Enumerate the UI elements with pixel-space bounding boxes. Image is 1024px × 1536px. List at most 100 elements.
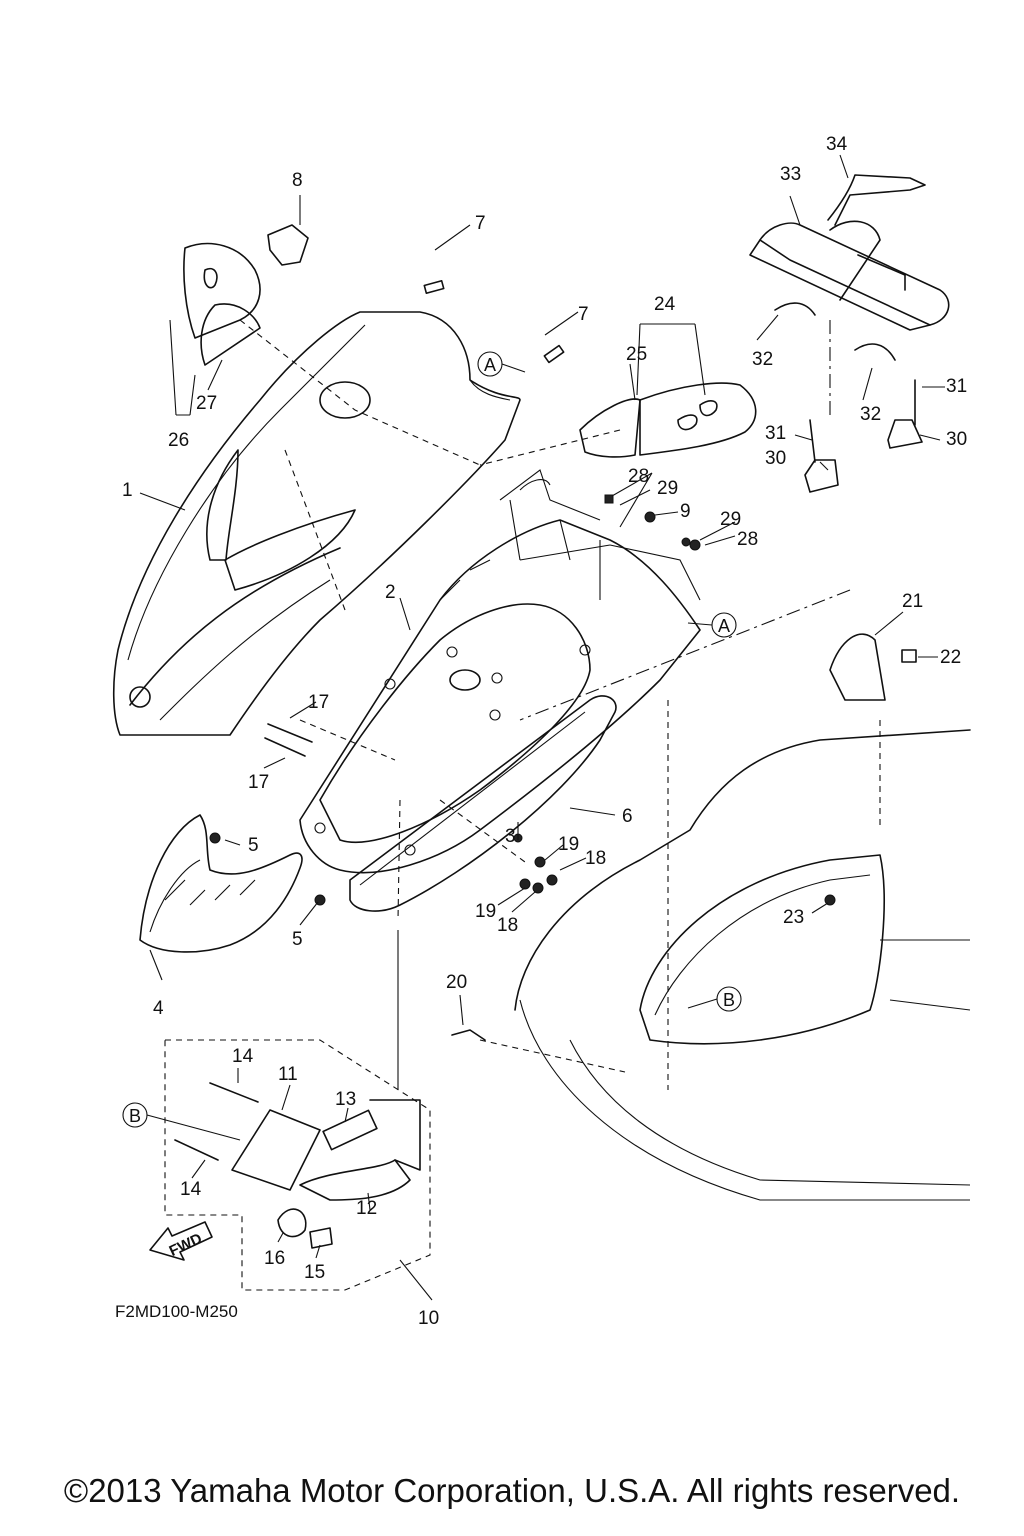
fwd-arrow: FWD: [149, 1221, 213, 1261]
callout-19a: 19: [558, 834, 579, 855]
nut-22: [901, 649, 917, 663]
callout-31a: 31: [765, 423, 786, 444]
assembly-lines: [239, 319, 881, 1090]
callout-32a: 32: [752, 349, 773, 370]
callout-24: 24: [654, 294, 676, 315]
callout-26: 26: [168, 430, 189, 451]
spring-16: [277, 1208, 307, 1238]
screw-9: [644, 511, 656, 523]
nut-18a: [546, 874, 558, 886]
front-grille: [139, 814, 303, 953]
side-vent-panel: [579, 382, 757, 458]
ref-circle-a-lower: A: [687, 612, 737, 638]
washer-19b: [519, 878, 531, 890]
ref-circle-b-hull: B: [687, 986, 742, 1012]
storage-tube: [749, 220, 950, 331]
clip-28b: [689, 539, 701, 551]
grommet-29b: [681, 537, 691, 547]
callout-31b: 31: [946, 376, 967, 397]
pin-14b: [174, 1139, 219, 1161]
callout-19b: 19: [475, 901, 496, 922]
callout-29a: 29: [657, 478, 678, 499]
clip-7a: [423, 280, 445, 294]
clip-7b: [543, 344, 565, 364]
fwd-bracket: [267, 224, 309, 266]
callout-9: 9: [680, 501, 691, 522]
callout-6: 6: [622, 806, 633, 827]
callout-34: 34: [826, 134, 848, 155]
callout-2: 2: [385, 582, 396, 603]
hood-liner: [299, 469, 701, 874]
screw-23: [824, 894, 836, 906]
callout-15: 15: [304, 1262, 325, 1283]
clip-base-30b: [887, 419, 923, 449]
callout-30b: 30: [946, 429, 967, 450]
callout-11: 11: [278, 1064, 298, 1085]
callout-18b: 18: [497, 915, 518, 936]
svg-text:FWD: FWD: [167, 1230, 205, 1260]
callout-27: 27: [196, 393, 217, 414]
callout-33: 33: [780, 164, 801, 185]
callout-17a: 17: [308, 692, 329, 713]
mount-21: [829, 633, 886, 701]
callout-18a: 18: [585, 848, 606, 869]
bolt-17b: [264, 737, 306, 757]
kit-boundary: [164, 1039, 431, 1291]
svg-text:A: A: [718, 616, 730, 636]
nut-18b: [532, 882, 544, 894]
callout-25: 25: [626, 344, 647, 365]
callout-29b: 29: [720, 509, 741, 530]
callout-22: 22: [940, 647, 961, 668]
callout-28b: 28: [737, 529, 758, 550]
callout-14b: 14: [180, 1179, 202, 1200]
tube-clip-32b: [854, 343, 896, 361]
callout-1: 1: [122, 480, 133, 501]
ref-circle-a-upper: A: [477, 351, 526, 377]
callout-8: 8: [292, 170, 303, 191]
svg-text:A: A: [484, 355, 496, 375]
copyright-notice: ©2013 Yamaha Motor Corporation, U.S.A. A…: [63, 1472, 961, 1509]
washer-19a: [534, 856, 546, 868]
callout-13: 13: [335, 1089, 356, 1110]
svg-text:B: B: [723, 990, 735, 1010]
hood-cover: [112, 311, 521, 736]
callout-3: 3: [505, 826, 516, 847]
callout-7a: 7: [475, 213, 486, 234]
clip-base-30a: [804, 459, 839, 493]
drawing-code: F2MD100-M250: [115, 1302, 238, 1321]
tube-clip-32a: [774, 302, 816, 316]
callout-10: 10: [418, 1308, 439, 1329]
callout-7b: 7: [578, 304, 589, 325]
hood-gasket: [349, 695, 617, 912]
callout-21: 21: [902, 591, 923, 612]
grip-13: [322, 1109, 378, 1151]
left-scoop: [183, 242, 261, 366]
callout-20: 20: [446, 972, 467, 993]
callout-numbers: 1 2 3 4 5 5 6 7 7 8 9 10 11 12 13 14 14 …: [122, 134, 967, 1329]
spring-15: [309, 1227, 333, 1249]
callout-14a: 14: [232, 1046, 254, 1067]
lever-12: [369, 1099, 421, 1171]
rivet-31a: [809, 419, 816, 463]
callout-28a: 28: [628, 466, 649, 487]
callout-4: 4: [153, 998, 164, 1019]
screw-20: [451, 1029, 486, 1041]
ref-circle-b-kit: B: [122, 1102, 241, 1141]
svg-text:B: B: [129, 1106, 141, 1126]
callout-5b: 5: [292, 929, 303, 950]
callout-23: 23: [783, 907, 804, 928]
screw-5a: [209, 832, 221, 844]
leader-lines: [139, 154, 945, 1301]
callout-16: 16: [264, 1248, 285, 1269]
plate-11: [231, 1109, 321, 1191]
arm-12: [299, 1159, 411, 1201]
clip-28a: [604, 494, 614, 504]
callout-17b: 17: [248, 772, 269, 793]
strap: [827, 174, 926, 226]
callout-32b: 32: [860, 404, 881, 425]
bolt-17a: [267, 723, 313, 743]
callout-12: 12: [356, 1198, 377, 1219]
callout-30a: 30: [765, 448, 786, 469]
pin-14a: [209, 1082, 259, 1103]
